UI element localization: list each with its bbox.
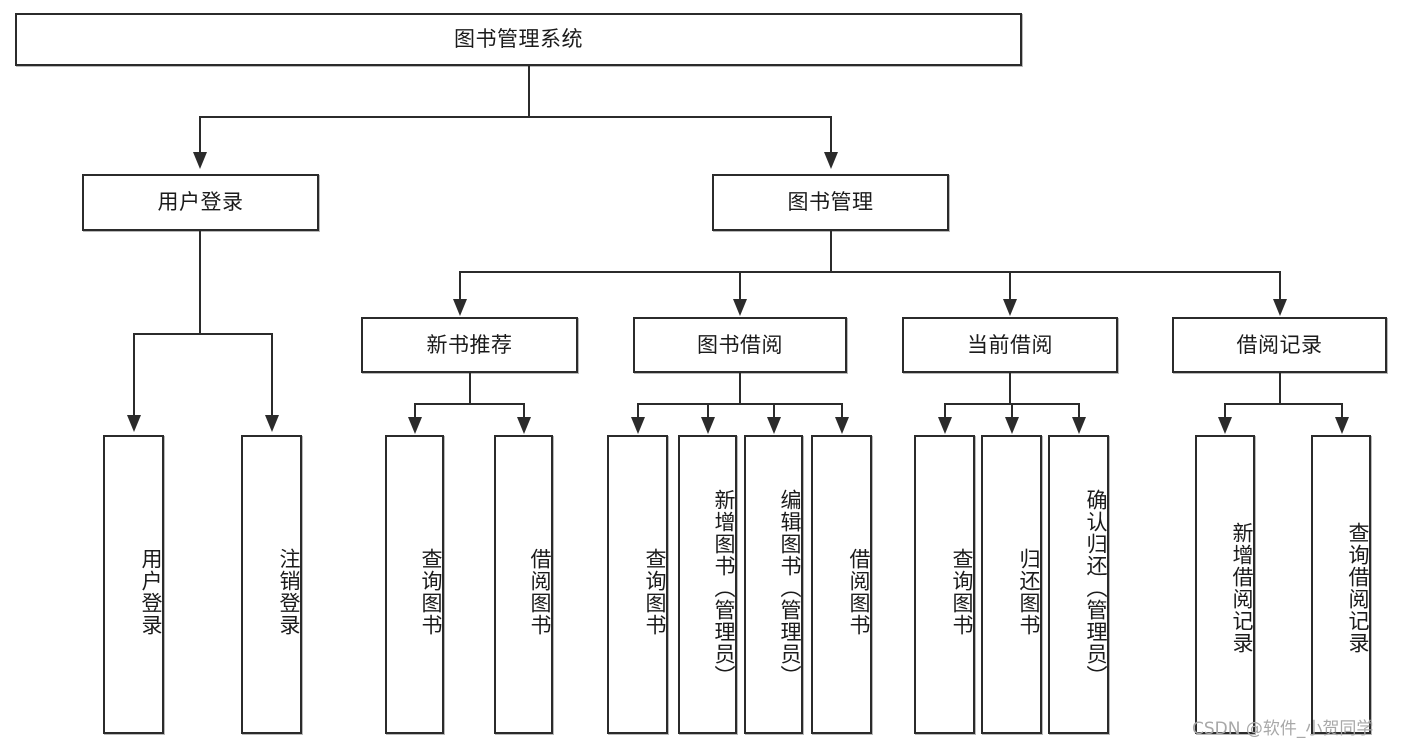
leaf-borrow-record-1[interactable]: 查询借阅记录 — [1311, 435, 1371, 734]
node-user-login[interactable]: 用户登录 — [82, 174, 319, 231]
leaf-new-book-rec-0[interactable]: 查询图书 — [385, 435, 444, 734]
node-new-book-rec[interactable]: 新书推荐 — [361, 317, 578, 373]
arrowhead-leaf-bookborrow-3 — [835, 417, 849, 434]
connector-drop-leaf-bookborrow-0 — [637, 403, 639, 419]
leaf-label: 新增借阅记录 — [1230, 521, 1254, 654]
leaf-book-borrow-1[interactable]: 新增图书（管理员） — [678, 435, 737, 734]
connector-book-borrow-bus — [637, 403, 842, 405]
leaf-book-borrow-0[interactable]: 查询图书 — [607, 435, 668, 734]
arrowhead-leaf-newbook-0 — [408, 417, 422, 434]
connector-drop-borrow-record — [1279, 271, 1281, 301]
arrowhead-leaf-currentborrow-2 — [1072, 417, 1086, 434]
arrowhead-leaf-currentborrow-0 — [938, 417, 952, 434]
leaf-label: 归还图书 — [1017, 547, 1041, 636]
leaf-label: 查询借阅记录 — [1346, 521, 1370, 654]
arrowhead-book-manage — [824, 152, 838, 169]
connector-drop-leaf-newbook-1 — [523, 403, 525, 419]
connector-user-login-stem — [199, 231, 201, 335]
node-root-system[interactable]: 图书管理系统 — [15, 13, 1022, 66]
arrowhead-current-borrow — [1003, 299, 1017, 316]
connector-book-manage-bus — [459, 271, 1281, 273]
connector-borrow-record-stem — [1279, 373, 1281, 405]
node-label: 图书管理系统 — [454, 27, 583, 52]
connector-borrow-record-bus — [1224, 403, 1342, 405]
connector-drop-leaf-userlogin-0 — [133, 333, 135, 417]
connector-drop-leaf-currentborrow-1 — [1011, 403, 1013, 419]
connector-new-book-rec-bus — [414, 403, 524, 405]
arrowhead-book-borrow — [733, 299, 747, 316]
leaf-label: 用户登录 — [139, 547, 163, 636]
arrowhead-leaf-newbook-1 — [517, 417, 531, 434]
leaf-new-book-rec-1[interactable]: 借阅图书 — [494, 435, 553, 734]
connector-drop-leaf-bookborrow-3 — [841, 403, 843, 419]
arrowhead-leaf-borrowrecord-1 — [1335, 417, 1349, 434]
connector-drop-new-book-rec — [459, 271, 461, 301]
connector-book-borrow-stem — [739, 373, 741, 405]
connector-drop-leaf-borrowrecord-0 — [1224, 403, 1226, 419]
connector-level1-bus — [199, 116, 832, 118]
connector-drop-leaf-currentborrow-0 — [944, 403, 946, 419]
arrowhead-borrow-record — [1273, 299, 1287, 316]
node-label: 当前借阅 — [967, 332, 1053, 357]
leaf-label: 编辑图书（管理员） — [778, 488, 802, 687]
leaf-label: 确认归还（管理员） — [1084, 488, 1108, 687]
connector-drop-leaf-currentborrow-2 — [1078, 403, 1080, 419]
connector-drop-leaf-bookborrow-2 — [773, 403, 775, 419]
leaf-label: 查询图书 — [643, 547, 667, 636]
connector-user-login-bus — [133, 333, 272, 335]
connector-drop-book-manage — [830, 116, 832, 154]
connector-new-book-rec-stem — [469, 373, 471, 405]
node-label: 新书推荐 — [426, 332, 513, 357]
leaf-label: 借阅图书 — [847, 547, 871, 636]
arrowhead-user-login — [193, 152, 207, 169]
arrowhead-leaf-userlogin-0 — [127, 415, 141, 432]
arrowhead-leaf-userlogin-1 — [265, 415, 279, 432]
connector-drop-leaf-borrowrecord-1 — [1341, 403, 1343, 419]
node-label: 借阅记录 — [1236, 332, 1323, 357]
leaf-user-login-0[interactable]: 用户登录 — [103, 435, 164, 734]
arrowhead-leaf-borrowrecord-0 — [1218, 417, 1232, 434]
leaf-current-borrow-0[interactable]: 查询图书 — [914, 435, 975, 734]
arrowhead-new-book-rec — [453, 299, 467, 316]
leaf-label: 注销登录 — [277, 547, 301, 636]
node-book-manage[interactable]: 图书管理 — [712, 174, 949, 231]
connector-drop-user-login — [199, 116, 201, 154]
node-label: 图书借阅 — [697, 332, 783, 357]
arrowhead-leaf-currentborrow-1 — [1005, 417, 1019, 434]
connector-drop-book-borrow — [739, 271, 741, 301]
node-book-borrow[interactable]: 图书借阅 — [633, 317, 847, 373]
node-label: 用户登录 — [157, 190, 244, 215]
leaf-label: 新增图书（管理员） — [712, 488, 736, 687]
connector-drop-leaf-bookborrow-1 — [707, 403, 709, 419]
connector-current-borrow-stem — [1009, 373, 1011, 405]
node-current-borrow[interactable]: 当前借阅 — [902, 317, 1118, 373]
connector-drop-leaf-newbook-0 — [414, 403, 416, 419]
connector-root-stem — [528, 66, 530, 116]
leaf-label: 查询图书 — [419, 547, 443, 636]
leaf-book-borrow-2[interactable]: 编辑图书（管理员） — [744, 435, 803, 734]
leaf-user-login-1[interactable]: 注销登录 — [241, 435, 302, 734]
node-label: 图书管理 — [787, 190, 874, 215]
connector-drop-current-borrow — [1009, 271, 1011, 301]
leaf-book-borrow-3[interactable]: 借阅图书 — [811, 435, 872, 734]
arrowhead-leaf-bookborrow-2 — [767, 417, 781, 434]
leaf-borrow-record-0[interactable]: 新增借阅记录 — [1195, 435, 1255, 734]
leaf-current-borrow-1[interactable]: 归还图书 — [981, 435, 1042, 734]
arrowhead-leaf-bookborrow-1 — [701, 417, 715, 434]
leaf-current-borrow-2[interactable]: 确认归还（管理员） — [1048, 435, 1109, 734]
connector-drop-leaf-userlogin-1 — [271, 333, 273, 417]
arrowhead-leaf-bookborrow-0 — [631, 417, 645, 434]
connector-book-manage-stem — [830, 231, 832, 273]
leaf-label: 查询图书 — [950, 547, 974, 636]
node-borrow-record[interactable]: 借阅记录 — [1172, 317, 1387, 373]
csdn-watermark: CSDN @软件_小贺同学 — [1192, 719, 1374, 739]
leaf-label: 借阅图书 — [528, 547, 552, 636]
